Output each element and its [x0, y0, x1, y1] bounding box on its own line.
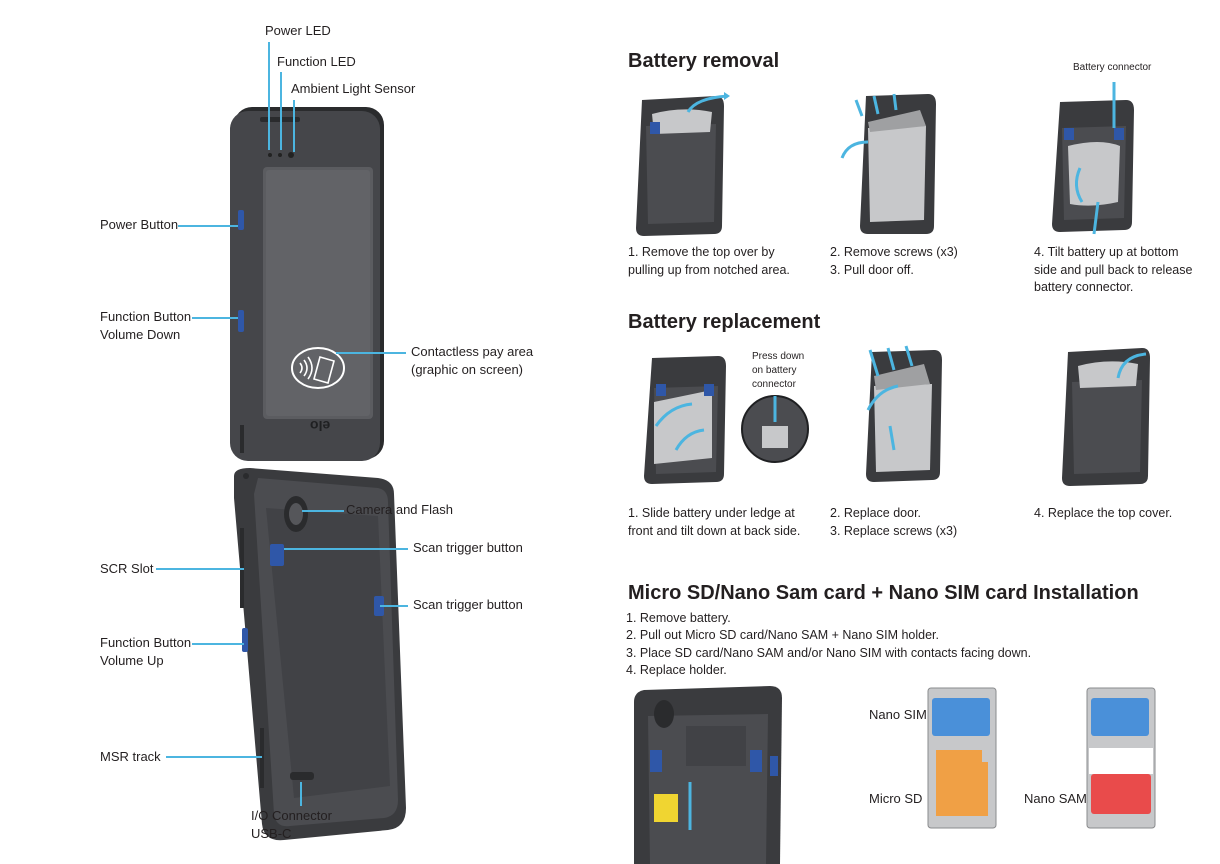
tray-sd-illustration — [927, 687, 997, 829]
removal-step2-illustration — [840, 93, 936, 234]
nano-sim-label: Nano SIM — [869, 707, 927, 722]
replacement-step2-text: 2. Replace door. 3. Replace screws (x3) — [830, 506, 958, 538]
tray-sam-illustration — [1086, 687, 1156, 829]
scan-trigger-1-label: Scan trigger button — [413, 540, 523, 555]
removal-step1-text: 1. Remove the top over by pulling up fro… — [628, 245, 790, 277]
replacement-step4-illustration — [1062, 348, 1150, 486]
battery-replacement-title: Battery replacement — [628, 311, 821, 333]
contactless-label: Contactless pay area (graphic on screen) — [411, 344, 534, 377]
battery-removal-title: Battery removal — [628, 50, 780, 72]
contactless-icon — [291, 347, 345, 389]
msr-track-label: MSR track — [100, 749, 161, 764]
removal-step1-illustration — [636, 92, 730, 236]
function-led-label: Function LED — [277, 54, 356, 69]
connector-detail-illustration — [741, 395, 809, 463]
back-device-illustration — [234, 468, 406, 841]
scan-trigger-2-label: Scan trigger button — [413, 597, 523, 612]
ambient-light-sensor-label: Ambient Light Sensor — [291, 81, 416, 96]
press-connector-label: Press down on battery connector — [752, 351, 805, 390]
io-connector-label: I/O Connector USB-C — [251, 808, 332, 841]
replacement-step4-text: 4. Replace the top cover. — [1034, 506, 1173, 520]
elo-logo: elo — [310, 418, 331, 434]
sd-sim-device-illustration — [634, 686, 782, 864]
power-led-label: Power LED — [265, 23, 331, 38]
sd-sim-step-2: 2. Pull out Micro SD card/Nano SAM + Nan… — [626, 628, 939, 642]
micro-sd-label: Micro SD — [869, 791, 923, 806]
front-device-illustration — [230, 107, 384, 461]
sd-sim-step-4: 4. Replace holder. — [626, 663, 727, 677]
sd-sim-step-1: 1. Remove battery. — [626, 611, 731, 625]
function-button-up-label: Function Button Volume Up — [100, 635, 192, 668]
replacement-step1-text: 1. Slide battery under ledge at front an… — [628, 506, 801, 538]
replacement-step1-illustration — [644, 356, 726, 484]
battery-connector-label: Battery connector — [1073, 62, 1152, 73]
camera-flash-label: Camera and Flash — [346, 502, 453, 517]
removal-step2-text: 2. Remove screws (x3) 3. Pull door off. — [830, 245, 958, 277]
removal-step4-text: 4. Tilt battery up at bottom side and pu… — [1034, 245, 1193, 294]
sd-sim-title: Micro SD/Nano Sam card + Nano SIM card I… — [628, 582, 1139, 604]
nano-sam-label: Nano SAM — [1024, 791, 1087, 806]
scr-slot-label: SCR Slot — [100, 561, 154, 576]
power-button-label: Power Button — [100, 217, 179, 232]
removal-step4-illustration — [1052, 82, 1134, 235]
sd-sim-step-3: 3. Place SD card/Nano SAM and/or Nano SI… — [626, 646, 1032, 660]
function-button-down-label: Function Button Volume Down — [100, 309, 192, 342]
replacement-step2-illustration — [866, 345, 942, 482]
